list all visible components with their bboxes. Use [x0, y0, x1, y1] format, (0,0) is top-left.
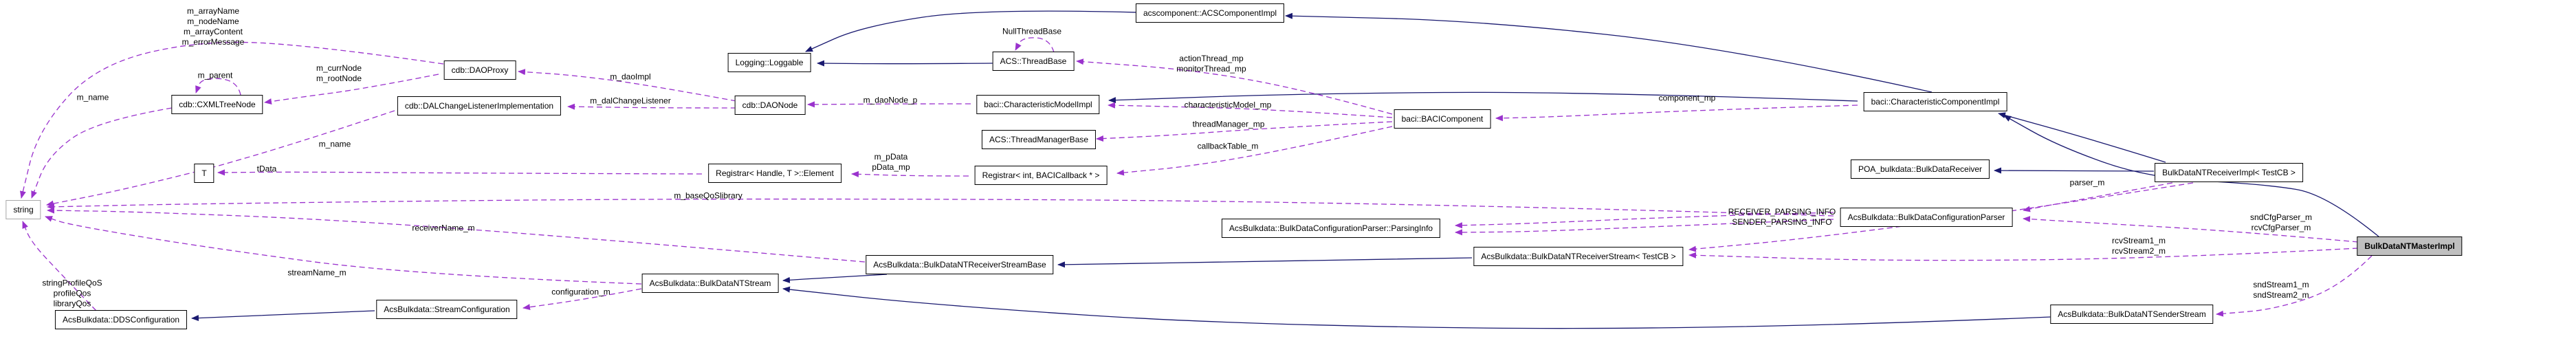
node-streamconfig[interactable]: AcsBulkdata::StreamConfiguration [376, 300, 518, 319]
edge-inherit-3 [1108, 91, 1858, 104]
edge-inherit-2 [1285, 12, 1933, 93]
node-masterimpl[interactable]: BulkDataNTMasterImpl [2357, 236, 2463, 256]
edge-inherit-10 [191, 310, 375, 322]
edge-use-20 [1076, 58, 1393, 115]
edge-use-33 [47, 198, 1834, 217]
node-threadmanagerbase[interactable]: ACS::ThreadManagerBase [981, 130, 1097, 149]
edge-use-30 [2216, 255, 2373, 317]
edge-use-13 [31, 107, 173, 199]
node-senderstream[interactable]: AcsBulkdata::BulkDataNTSenderStream [2050, 305, 2214, 324]
node-bacicomponent[interactable]: baci::BACIComponent [1394, 109, 1491, 129]
edge-use-14 [46, 110, 395, 207]
node-daoproxy[interactable]: cdb::DAOProxy [443, 60, 516, 80]
node-registrarelement[interactable]: Registrar< Handle, T >::Element [708, 164, 841, 183]
node-receiverimpl[interactable]: BulkDataNTReceiverImpl< TestCB > [2155, 163, 2303, 182]
node-receiverstreambase[interactable]: AcsBulkdata::BulkDataNTReceiverStreamBas… [866, 255, 1054, 274]
edge-use-22 [1096, 121, 1393, 142]
edge-paths [20, 10, 2379, 329]
node-t[interactable]: T [194, 164, 214, 183]
node-acscomponentimpl[interactable]: acscomponent::ACSComponentImpl [1135, 3, 1285, 23]
edge-use-32 [1455, 219, 1834, 236]
node-string[interactable]: string [5, 200, 41, 219]
edge-inherit-7 [1057, 257, 1473, 268]
edge-inherit-8 [782, 274, 888, 283]
edge-use-25 [217, 169, 703, 176]
edge-inherit-9 [782, 286, 2051, 329]
edge-use-21 [1108, 102, 1393, 118]
edge-use-23 [1116, 126, 1393, 176]
edge-use-12 [195, 78, 241, 96]
edge-inherit-0 [805, 10, 1138, 52]
node-loggable[interactable]: Logging::Loggable [727, 53, 811, 72]
edge-use-35 [45, 216, 642, 285]
node-poareceiver[interactable]: POA_bulkdata::BulkDataReceiver [1850, 160, 1990, 179]
node-ntstream[interactable]: AcsBulkdata::BulkDataNTStream [641, 274, 779, 293]
edge-use-19 [1015, 37, 1055, 53]
edge-inherit-4 [1998, 112, 2166, 163]
edge-use-15 [264, 74, 439, 105]
edge-use-17 [567, 103, 737, 110]
node-receiverstream[interactable]: AcsBulkdata::BulkDataNTReceiverStream< T… [1473, 247, 1684, 266]
node-charcompimpl[interactable]: baci::CharacteristicComponentImpl [1863, 92, 2007, 111]
node-cxmltreenode[interactable]: cdb::CXMLTreeNode [171, 95, 263, 114]
edge-use-28 [2023, 216, 2359, 243]
edge-use-34 [47, 207, 866, 263]
edge-use-16 [518, 69, 737, 102]
edge-use-11 [20, 41, 444, 199]
edge-use-37 [22, 221, 97, 311]
edge-inherit-1 [817, 60, 993, 67]
node-threadbase[interactable]: ACS::ThreadBase [992, 52, 1075, 71]
node-parsinginfo[interactable]: AcsBulkdata::BulkDataConfigurationParser… [1221, 219, 1441, 238]
node-registrarint[interactable]: Registrar< int, BACICallback * > [974, 166, 1108, 185]
edge-use-24 [851, 170, 969, 177]
node-configparser[interactable]: AcsBulkdata::BulkDataConfigurationParser [1840, 208, 2013, 227]
edge-use-29 [1688, 248, 2359, 261]
edge-use-26 [1495, 104, 1858, 122]
edge-use-38 [1688, 182, 2194, 252]
edge-inherit-5 [1994, 167, 2155, 174]
edge-use-31 [1455, 212, 1834, 229]
node-charmodelimpl[interactable]: baci::CharacteristicModelImpl [976, 95, 1100, 114]
node-ddsconfig[interactable]: AcsBulkdata::DDSConfiguration [54, 310, 188, 329]
edge-use-27 [2023, 182, 2173, 212]
node-daonode[interactable]: cdb::DAONode [734, 96, 806, 115]
edge-use-36 [522, 288, 642, 311]
node-dalchangelistener[interactable]: cdb::DALChangeListenerImplementation [397, 96, 562, 116]
